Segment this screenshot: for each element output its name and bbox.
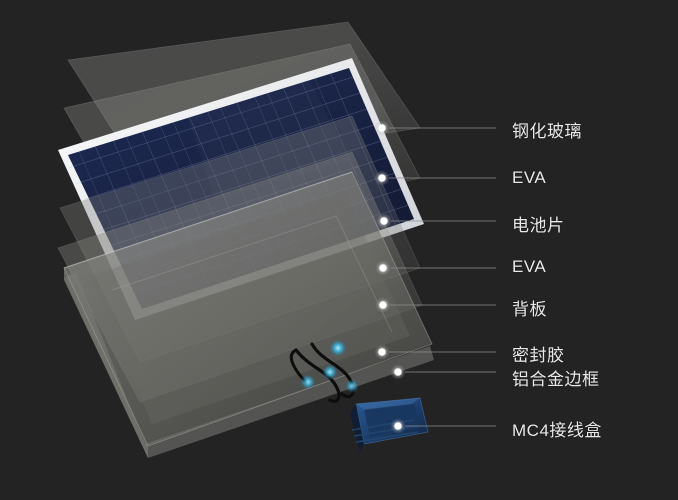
mc4-cables bbox=[289, 339, 359, 403]
callout-label-aluminium-frame: 铝合金边框 bbox=[512, 370, 600, 389]
callout-dot-eva-bottom[interactable] bbox=[379, 264, 387, 272]
mc4-junction-box bbox=[350, 397, 429, 452]
callout-label-tempered-glass: 钢化玻璃 bbox=[512, 122, 582, 141]
callout-label-solar-cell: 电池片 bbox=[512, 216, 565, 235]
cable-connector-glow bbox=[329, 339, 347, 357]
callout-dot-tempered-glass[interactable] bbox=[378, 124, 386, 132]
callout-dot-sealant[interactable] bbox=[378, 348, 386, 356]
callout-dot-solar-cell[interactable] bbox=[380, 217, 388, 225]
layer-aluminium-frame bbox=[63, 171, 434, 458]
callout-leader-lines bbox=[374, 120, 496, 434]
callout-dot-aluminium-frame[interactable] bbox=[394, 368, 402, 376]
callout-label-backsheet: 背板 bbox=[512, 300, 547, 319]
cable-connector-glow bbox=[300, 374, 316, 390]
callout-label-eva-bottom: EVA bbox=[512, 257, 547, 276]
callout-label-mc4-junction-box: MC4接线盒 bbox=[512, 421, 602, 440]
cable-connector-glow bbox=[322, 364, 338, 380]
callout-dot-mc4-junction-box[interactable] bbox=[394, 422, 402, 430]
callout-label-sealant: 密封胶 bbox=[512, 346, 565, 365]
callout-dot-backsheet[interactable] bbox=[379, 301, 387, 309]
callout-dot-eva-top[interactable] bbox=[378, 174, 386, 182]
callout-label-eva-top: EVA bbox=[512, 168, 547, 187]
cable-connector-glow bbox=[345, 379, 359, 393]
